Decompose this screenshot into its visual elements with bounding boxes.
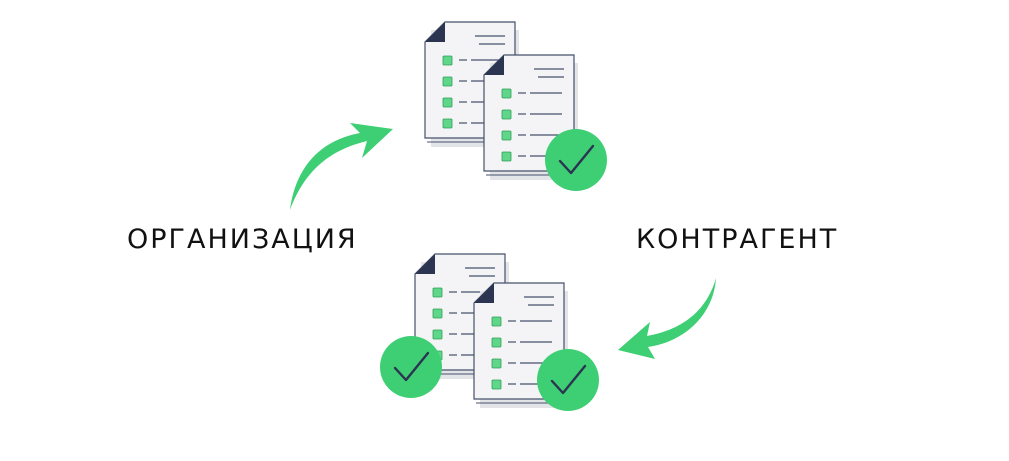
arrow-up-right-icon <box>290 123 393 210</box>
top-document-group <box>424 21 609 193</box>
checkmark-badge-icon <box>535 347 601 413</box>
counterparty-label: КОНТРАГЕНТ <box>636 224 839 255</box>
arrow-down-left-icon <box>618 278 716 359</box>
organization-label: ОРГАНИЗАЦИЯ <box>127 224 358 255</box>
bottom-document-group <box>378 253 601 413</box>
checkmark-badge-icon <box>378 334 444 400</box>
checkmark-badge-icon <box>543 127 609 193</box>
